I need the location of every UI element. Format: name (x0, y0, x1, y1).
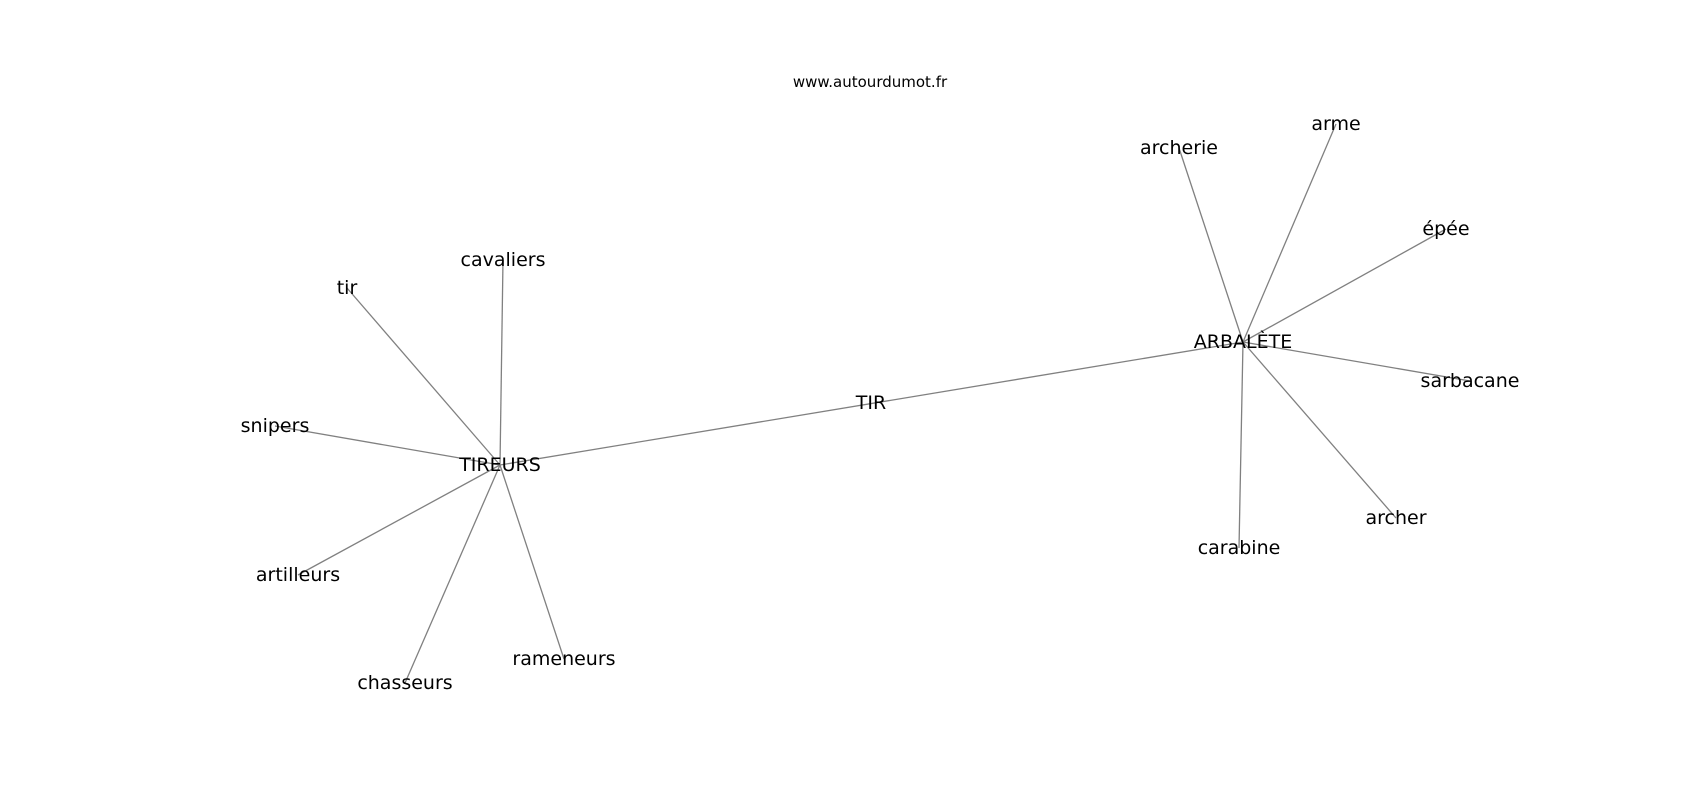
edge-tireurs-arbalete (499, 341, 1244, 466)
edge-arbalete-arme (1242, 123, 1337, 343)
node-label-epee: épée (1422, 218, 1469, 240)
node-label-arme: arme (1311, 113, 1360, 135)
edge-arbalete-epee (1242, 228, 1447, 343)
edge-tireurs-cavaliers (499, 259, 504, 466)
node-label-chasseurs: chasseurs (357, 672, 452, 694)
edge-arbalete-sarbacane (1242, 341, 1471, 382)
node-label-archer: archer (1365, 507, 1426, 529)
node-label-artilleurs: artilleurs (256, 564, 340, 586)
graph-edges (274, 123, 1471, 684)
node-label-sarbacane: sarbacane (1421, 370, 1520, 392)
node-label-tir_hub: TIR (855, 392, 886, 414)
node-label-carabine: carabine (1198, 537, 1281, 559)
edge-arbalete-archer (1242, 341, 1397, 519)
edge-arbalete-carabine (1238, 341, 1244, 549)
edge-tireurs-artilleurs (297, 464, 501, 576)
node-label-tireurs: TIREURS (458, 454, 541, 476)
edge-tireurs-tir (346, 287, 501, 466)
edge-tireurs-chasseurs (404, 464, 501, 684)
node-label-rameneurs: rameneurs (512, 648, 615, 670)
edge-tireurs-rameneurs (499, 464, 565, 660)
graph-labels: TIREURS ARBALÈTE TIR cavaliers tir snipers art… (241, 113, 1520, 694)
node-label-arbalete: ARBALÈTE (1194, 330, 1292, 353)
node-label-cavaliers: cavaliers (461, 249, 546, 271)
node-label-archerie: archerie (1140, 137, 1218, 159)
edge-arbalete-archerie (1178, 147, 1244, 343)
watermark-text: www.autourdumot.fr (793, 73, 948, 91)
edge-tireurs-snipers (274, 425, 501, 466)
node-label-tir: tir (337, 277, 358, 299)
node-label-snipers: snipers (241, 415, 310, 437)
